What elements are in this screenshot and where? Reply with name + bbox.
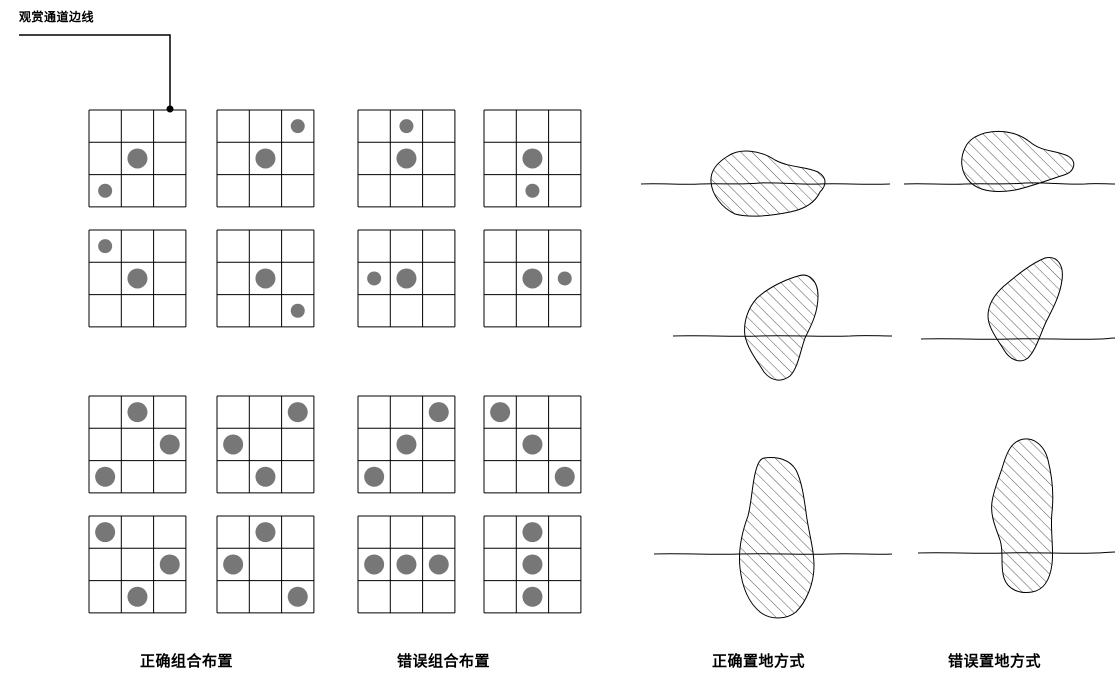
large-rock-dot [364,554,384,574]
grid-wrong-4 [484,110,581,207]
large-rock-dot [522,434,542,454]
ground-line-3a [654,554,892,555]
large-rock-dot [255,522,275,542]
large-rock-dot [522,587,542,607]
small-rock-dot [98,184,112,198]
large-rock-dot [522,148,542,168]
grid-correct-5 [89,230,186,327]
large-rock-dot [95,522,115,542]
correct-combination-label: 正确组合布置 [140,650,233,671]
grid-correct-9 [89,396,186,493]
large-rock-dot [490,402,510,422]
large-rock-dot [522,268,542,288]
ground-line-2a [673,336,892,337]
grid-correct-13 [89,516,186,613]
large-rock-dot [160,434,180,454]
small-rock-dot [98,239,112,253]
large-rock-dot [160,554,180,574]
rock-flat-wrong [962,131,1074,191]
small-rock-dot [399,119,413,133]
rock-examples [641,131,1115,618]
small-rock-dot [291,119,305,133]
large-rock-dot [522,522,542,542]
edge-leader-line [19,35,174,113]
large-rock-dot [127,587,147,607]
rock-tall-correct [739,458,814,619]
grid-wrong-15 [358,516,455,613]
large-rock-dot [429,402,449,422]
large-rock-dot [127,268,147,288]
rock-example-flat-wrong [904,131,1115,191]
grid-wrong-7 [358,230,455,327]
large-rock-dot [95,467,115,487]
large-rock-dot [255,268,275,288]
rock-example-tall-wrong [918,439,1115,593]
large-rock-dot [223,434,243,454]
rock-example-medium-wrong [921,258,1115,361]
small-rock-dot [558,271,572,285]
large-rock-dot [255,467,275,487]
large-rock-dot [288,402,308,422]
wrong-combination-label: 错误组合布置 [397,650,490,671]
grid-examples [89,110,581,613]
large-rock-dot [255,148,275,168]
large-rock-dot [127,148,147,168]
large-rock-dot [127,402,147,422]
large-rock-dot [429,554,449,574]
large-rock-dot [396,554,416,574]
small-rock-dot [525,184,539,198]
rock-tall-wrong [992,439,1053,593]
large-rock-dot [522,554,542,574]
small-rock-dot [367,271,381,285]
grid-wrong-8 [484,230,581,327]
grid-wrong-16 [484,516,581,613]
grid-wrong-11 [358,396,455,493]
grid-wrong-12 [484,396,581,493]
rock-example-flat-correct [641,151,890,216]
grid-wrong-3 [358,110,455,207]
rock-medium-correct [745,275,818,380]
large-rock-dot [288,587,308,607]
edge-line-label: 观赏通道边线 [19,8,94,25]
rock-example-medium-correct [673,275,892,380]
rock-medium-wrong [988,258,1062,361]
large-rock-dot [396,148,416,168]
grid-correct-6 [217,230,314,327]
grid-correct-10 [217,396,314,493]
large-rock-dot [555,467,575,487]
wrong-placement-label: 错误置地方式 [948,650,1041,671]
large-rock-dot [396,268,416,288]
large-rock-dot [364,467,384,487]
correct-placement-label: 正确置地方式 [712,650,805,671]
grid-correct-14 [217,516,314,613]
large-rock-dot [396,434,416,454]
grid-correct-1 [89,110,186,207]
large-rock-dot [223,554,243,574]
grid-correct-2 [217,110,314,207]
rock-example-tall-correct [654,458,892,619]
small-rock-dot [291,304,305,318]
